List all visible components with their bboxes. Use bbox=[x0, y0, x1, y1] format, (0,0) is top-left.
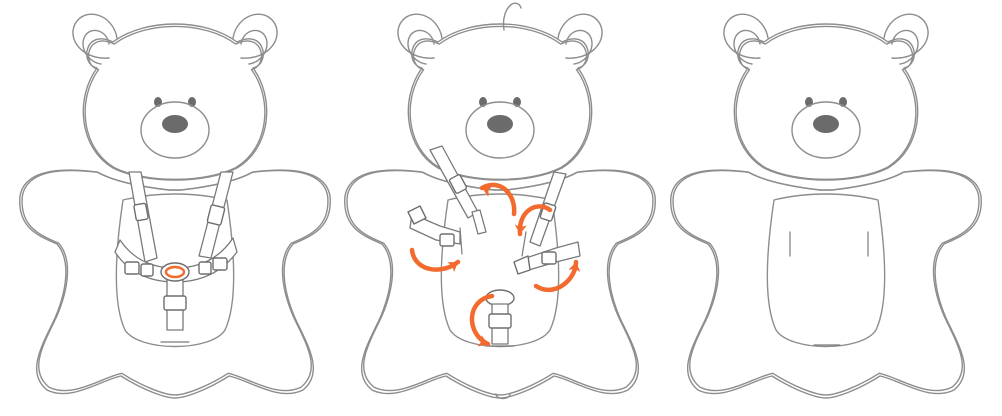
bear-outline-icon bbox=[20, 14, 331, 398]
panel-harness-removed bbox=[671, 14, 982, 398]
nose bbox=[162, 115, 188, 133]
panel-harness-attached bbox=[20, 14, 331, 398]
panel-harness-removal bbox=[345, 3, 656, 398]
bear-outline-icon bbox=[671, 14, 982, 398]
